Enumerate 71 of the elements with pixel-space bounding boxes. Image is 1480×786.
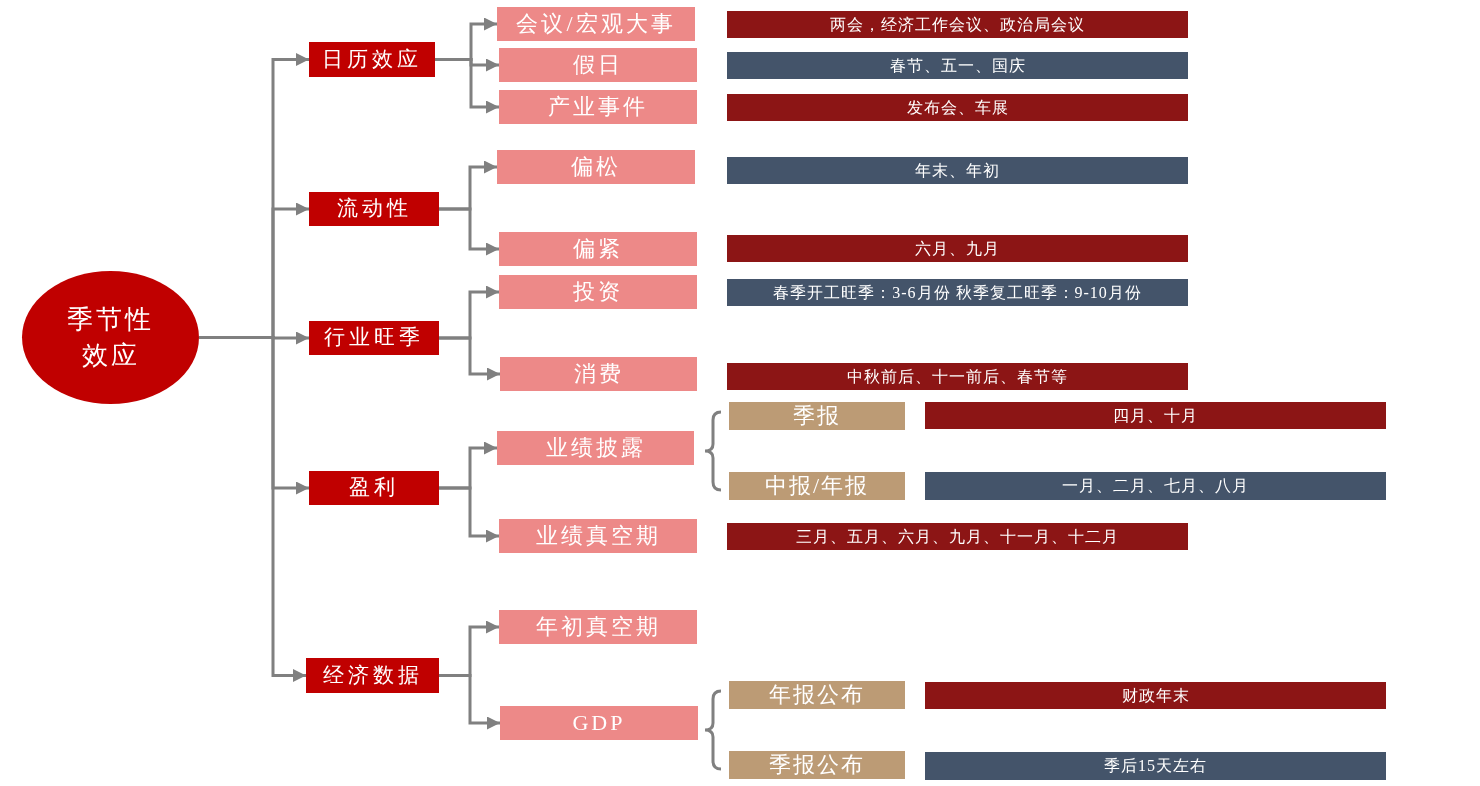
connector-arrow [439,486,499,543]
category-box [306,658,439,693]
category-box [309,471,439,505]
detail-bar [925,402,1386,429]
report-type-label: 年报公布 [769,681,865,709]
subcategory-box [497,431,694,465]
detail-bar [925,472,1386,500]
detail-label: 中秋前后、十一前后、春节等 [847,366,1068,387]
report-type-box [729,472,905,500]
subcategory-label: 年初真空期 [535,613,661,641]
detail-bar [727,279,1188,306]
detail-label: 六月、九月 [915,238,1000,259]
detail-bar [727,11,1188,38]
subcategory-label: 产业事件 [548,93,648,121]
subcategory-label: 会议/宏观大事 [516,10,676,38]
subcategory-box [497,150,695,184]
detail-bar [727,157,1188,184]
connector-arrow [439,336,500,381]
subcategory-box [499,90,697,124]
category-box [309,321,439,355]
subcategory-box [499,232,697,266]
connector-arrow [439,674,500,730]
category-label: 日历效应 [322,46,422,73]
detail-bar [727,52,1188,79]
report-type-box [729,681,905,709]
subcategory-box [499,48,697,82]
category-label: 盈利 [349,475,399,501]
detail-bar [727,235,1188,262]
subcategory-box [499,519,697,553]
detail-bar [925,752,1386,780]
subcategory-label: 偏紧 [573,235,623,263]
subcategory-box [499,610,697,644]
detail-label: 两会，经济工作会议、政治局会议 [830,14,1085,35]
report-type-box [729,751,905,779]
category-label: 经济数据 [322,662,423,689]
detail-bar [727,94,1188,121]
subcategory-box [500,357,697,391]
subcategory-box [500,706,698,740]
detail-label: 春节、五一、国庆 [889,55,1026,76]
detail-label: 四月、十月 [1113,405,1198,426]
category-box [309,192,439,226]
detail-label: 三月、五月、六月、九月、十一月、十二月 [796,526,1119,547]
detail-label: 一月、二月、七月、八月 [1062,476,1249,496]
subcategory-box [497,7,695,41]
subcategory-label: 假日 [573,51,623,79]
detail-label: 年末、年初 [915,160,1000,181]
subcategory-label: 业绩披露 [545,434,646,462]
category-label: 流动性 [336,196,412,222]
topic-label: 季节性效应 [66,304,155,372]
subcategory-label: 消费 [573,360,624,388]
subcategory-label: 投资 [573,278,623,306]
report-type-label: 季报 [793,402,841,430]
report-type-label: 季报公布 [769,751,865,779]
subcategory-label: 偏松 [571,153,621,181]
subcategory-label: 业绩真空期 [535,522,661,550]
connector-arrow [435,58,499,114]
detail-bar [727,523,1188,550]
connector-arrow [199,336,306,682]
category-box [309,42,435,77]
detail-label: 财政年末 [1121,685,1190,706]
subcategory-label: GDP [572,709,626,737]
detail-label: 季后15天左右 [1104,756,1207,776]
report-type-box [729,402,905,430]
subcategory-box [499,275,697,309]
report-type-label: 中报/年报 [764,472,870,500]
category-label: 行业旺季 [324,325,424,351]
detail-bar [925,682,1386,709]
connector-arrow [439,207,499,256]
detail-label: 春季开工旺季：3-6月份 秋季复工旺季：9-10月份 [773,282,1142,303]
detail-bar [727,363,1188,390]
detail-label: 发布会、车展 [906,97,1009,118]
